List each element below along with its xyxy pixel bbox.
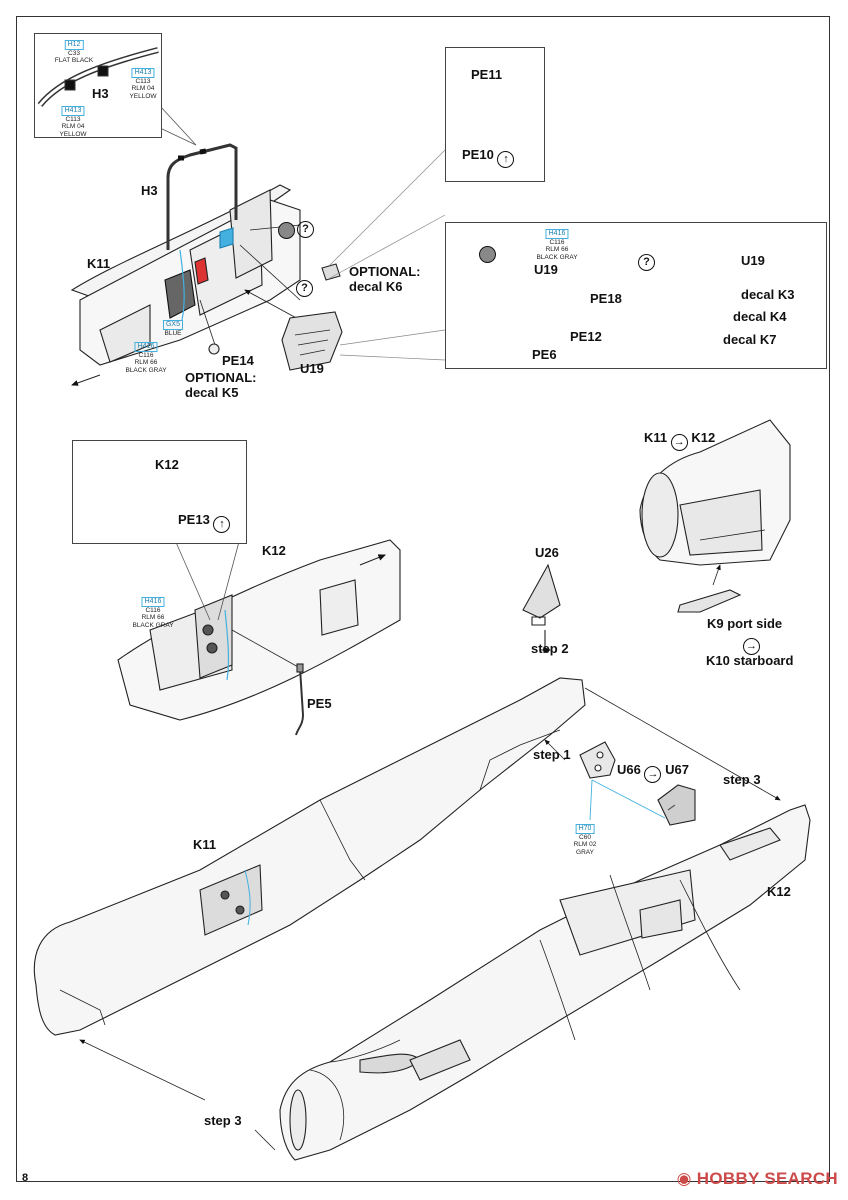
color-code-u19-options: H416 C116 RLM 66 BLACK GRAY	[536, 229, 578, 261]
pe5-label: PE5	[307, 696, 332, 711]
pe13-label: PE13 ↑	[178, 512, 231, 533]
rotate-arrow-icon: ↑	[497, 151, 515, 168]
u19-options-left-label: U19	[534, 262, 558, 277]
option-u19-question-icon: ?	[638, 250, 655, 271]
optional-decal-k5: OPTIONAL:decal K5	[185, 370, 257, 400]
color-code-h12: H12 C33 FLAT BLACK	[54, 40, 94, 65]
pe18-label: PE18	[590, 291, 622, 306]
color-code-h413-bottom: H413 C113 RLM 04 YELLOW	[59, 106, 87, 138]
u26-part	[522, 563, 561, 619]
paint-dot-icon-1	[278, 218, 295, 239]
color-code-gray-section1: H416 C116 RLM 66 BLACK GRAY	[125, 342, 167, 374]
option-paint-dot-icon	[479, 242, 496, 263]
decal-k4-label: decal K4	[733, 309, 787, 324]
rotate-arrow-icon-2: ↑	[213, 516, 231, 533]
k11-k12-label: K11 → K12	[644, 430, 715, 451]
k10-label: K10 starboard	[706, 653, 794, 668]
question-icon-2: ?	[296, 276, 313, 297]
color-code-h70: H70 C60 RLM 02 GRAY	[573, 824, 597, 856]
step2-label: step 2	[531, 641, 569, 656]
k9-panel	[677, 589, 742, 613]
u66-part	[579, 741, 616, 779]
pe12-label: PE12	[570, 329, 602, 344]
u19-panel	[281, 311, 343, 371]
join-icon-k9-k10: →	[743, 634, 760, 655]
k12-label-assembly: K12	[767, 884, 791, 899]
join-arrow-icon-u66: →	[644, 766, 662, 783]
question-icon-1: ?	[297, 217, 314, 238]
u67-part	[657, 784, 696, 826]
join-arrow-icon: →	[670, 434, 688, 451]
u19-label: U19	[300, 361, 324, 376]
step3-left-label: step 3	[204, 1113, 242, 1128]
pe11-label: PE11	[471, 67, 503, 82]
k11-label-section1: K11	[87, 256, 111, 271]
decal-k7-label: decal K7	[723, 332, 777, 347]
k11-label-assembly: K11	[193, 837, 217, 852]
k9-label: K9 port side	[707, 616, 783, 631]
step1-label: step 1	[533, 747, 571, 762]
page-frame	[16, 16, 830, 1182]
u19-options-right-label: U19	[741, 253, 765, 268]
color-code-blue-section1: GX5 BLUE	[162, 320, 184, 337]
u26-label: U26	[535, 545, 559, 560]
hobby-search-watermark: ◉ HOBBY SEARCH	[676, 1169, 838, 1188]
u19-options-inset	[445, 222, 827, 369]
h3-hose	[166, 143, 238, 250]
k12-label-section2: K12	[262, 543, 286, 558]
decal-k3-label: decal K3	[741, 287, 795, 302]
page-number: 8	[22, 1172, 29, 1184]
pe-detail-inset	[445, 47, 545, 182]
color-code-gray-section2: H416 C116 RLM 66 BLACK GRAY	[132, 597, 174, 629]
k11-main	[33, 677, 586, 1036]
color-code-h413-top: H413 C113 RLM 04 YELLOW	[129, 68, 157, 100]
optional-decal-k6: OPTIONAL:decal K6	[349, 264, 421, 294]
pe10-label: PE10 ↑	[462, 147, 515, 168]
step3-right-label: step 3	[723, 772, 761, 787]
k12-inset-label: K12	[155, 457, 179, 472]
h3-label: H3	[141, 183, 158, 198]
h3-inset-label: H3	[92, 86, 109, 101]
pe14-label: PE14	[222, 353, 254, 368]
watermark-logo-icon: ◉	[676, 1169, 692, 1188]
u66-u67-label: U66 → U67	[617, 762, 689, 783]
pe6-label: PE6	[532, 347, 557, 362]
